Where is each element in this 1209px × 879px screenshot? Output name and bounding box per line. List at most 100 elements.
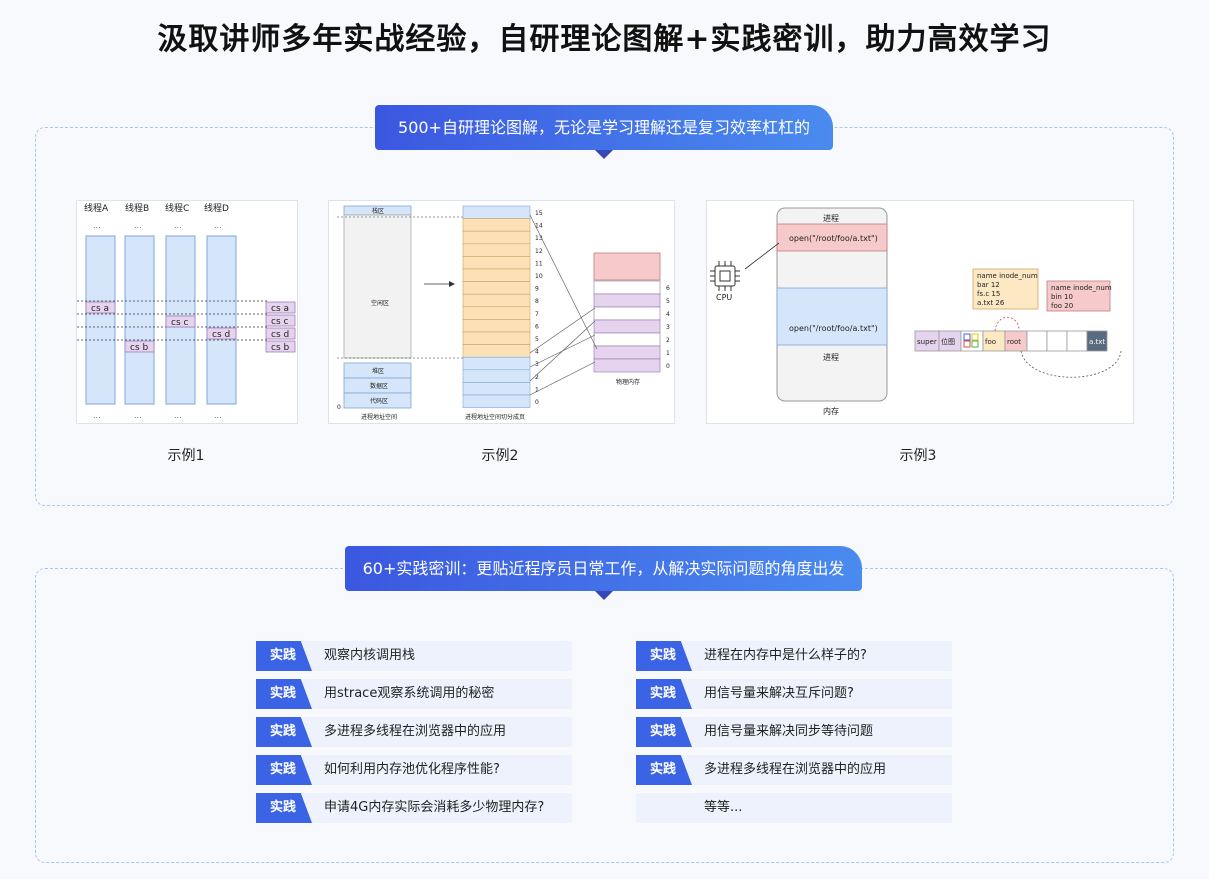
practice-item: 实践如何利用内存池优化程序性能? <box>256 755 572 785</box>
ellipsis: ... <box>93 411 101 420</box>
cs-b-label: cs b <box>130 343 148 353</box>
ellipsis: ... <box>214 221 222 230</box>
practice-tag: 实践 <box>256 679 312 709</box>
heap-label: 堆区 <box>372 367 384 375</box>
phys-mem-label: 物理内存 <box>616 378 640 386</box>
page-cell <box>462 293 531 308</box>
banner-pointer <box>595 591 613 600</box>
phys-frame <box>593 332 661 347</box>
bitmap-icon <box>963 333 971 341</box>
inode-table-1 <box>972 268 1039 310</box>
page-number: 7 <box>535 311 539 318</box>
practice-item-text: 等等... <box>704 800 743 815</box>
disk-block-label: foo <box>985 338 996 346</box>
practice-item: 实践用strace观察系统调用的秘密 <box>256 679 572 709</box>
stack-label: 栈区 <box>372 207 384 215</box>
phys-frame-number: 6 <box>666 285 670 292</box>
disk-block <box>1086 330 1108 352</box>
disk-block <box>1026 330 1048 352</box>
inode-table-2 <box>1046 280 1111 312</box>
diagram-section-banner: 500+自研理论图解，无论是学习理解还是复习效率杠杠的 <box>375 105 833 150</box>
cs-c-legend: cs c <box>271 317 288 327</box>
disk-block <box>1066 330 1088 352</box>
free-region <box>343 214 412 359</box>
practice-tag: 实践 <box>256 755 312 785</box>
example-2-caption: 示例2 <box>481 448 519 464</box>
inode-row: bar 12 <box>977 281 1000 289</box>
ellipsis: ... <box>214 411 222 420</box>
page-cell <box>462 218 531 232</box>
practice-tag: 实践 <box>256 793 312 823</box>
practice-item-text: 观察内核调用栈 <box>324 648 416 663</box>
page-cell <box>462 268 531 282</box>
disk-block-label: super <box>917 338 937 346</box>
thread-a-bar <box>85 235 116 405</box>
process-bottom-label: 进程 <box>823 353 839 362</box>
practice-item-text: 多进程多线程在浏览器中的应用 <box>704 762 887 777</box>
page-number: 1 <box>535 386 539 393</box>
process-top-label: 进程 <box>823 214 839 223</box>
practice-tag: 实践 <box>256 641 312 671</box>
practice-item-etc: 等等... <box>636 793 952 823</box>
cs-c-label: cs c <box>171 318 188 328</box>
thread-b-bar <box>124 235 155 405</box>
page-cell <box>462 356 531 371</box>
memory-label: 内存 <box>823 406 839 416</box>
page-cell <box>462 369 531 383</box>
example-1-caption: 示例1 <box>167 448 205 464</box>
page-title: 汲取讲师多年实战经验，自研理论图解+实践密训，助力高效学习 <box>157 22 1052 57</box>
page-cell <box>462 205 531 219</box>
example-3-caption: 示例3 <box>899 448 937 464</box>
paged-space-label: 进程地址空间切分成页 <box>465 413 525 421</box>
inode-row: foo 20 <box>1051 302 1073 310</box>
practice-item: 实践进程在内存中是什么样子的? <box>636 641 952 671</box>
phys-frame-number: 1 <box>666 350 670 357</box>
page-number: 8 <box>535 298 539 305</box>
page-cell <box>462 394 531 408</box>
phys-frame <box>593 280 661 295</box>
phys-frame <box>593 319 661 334</box>
page-number: 6 <box>535 323 539 330</box>
practice-item: 实践观察内核调用栈 <box>256 641 572 671</box>
inode-row: name inode_num <box>1051 284 1112 292</box>
practice-tag: 实践 <box>636 679 692 709</box>
phys-frame-number: 4 <box>666 311 670 318</box>
page-cell <box>462 331 531 345</box>
inode-row: fs.c 15 <box>977 290 1000 298</box>
open-call-1: open("/root/foo/a.txt") <box>789 234 878 243</box>
page-cell <box>462 344 531 358</box>
thread-c-label: 线程C <box>165 202 189 214</box>
phys-frame <box>593 358 661 373</box>
example-1-diagram: 线程A 线程B 线程C 线程D ... ... ... ... ... ... … <box>76 200 298 424</box>
practice-item: 实践多进程多线程在浏览器中的应用 <box>636 755 952 785</box>
cpu-label: CPU <box>716 293 732 302</box>
practice-item-text: 进程在内存中是什么样子的? <box>704 648 867 663</box>
page-number: 5 <box>535 336 539 343</box>
thread-a-label: 线程A <box>84 202 109 214</box>
phys-frame <box>593 306 661 321</box>
practice-section-banner: 60+实践密训：更贴近程序员日常工作，从解决实际问题的角度出发 <box>345 546 862 591</box>
practice-item-text: 用strace观察系统调用的秘密 <box>324 686 495 701</box>
disk-block <box>1046 330 1068 352</box>
phys-frame <box>593 293 661 308</box>
ellipsis: ... <box>174 221 182 230</box>
address-space-label: 进程地址空间 <box>361 413 397 421</box>
practice-item-text: 如何利用内存池优化程序性能? <box>324 762 500 777</box>
thread-d-bar <box>206 235 237 405</box>
cs-b-legend: cs b <box>271 343 289 353</box>
page-number: 10 <box>535 273 543 280</box>
page-number: 2 <box>535 374 539 381</box>
free-label: 空闲区 <box>371 299 389 307</box>
kernel-frame <box>593 252 661 281</box>
page-cell <box>462 256 531 270</box>
cs-d-legend: cs d <box>271 330 289 340</box>
example-2-diagram: 栈区 空闲区 堆区 数据区 代码区 0 进程地址空间 进程地址空间切分成页 物理… <box>328 200 675 424</box>
inode-row: bin 10 <box>1051 293 1073 301</box>
code-label: 代码区 <box>370 397 388 405</box>
practice-item-text: 用信号量来解决互斥问题? <box>704 686 854 701</box>
disk-block-label: a.txt <box>1089 338 1105 346</box>
cs-a-legend: cs a <box>271 304 289 314</box>
cpu-icon <box>710 261 740 291</box>
banner-pointer <box>595 150 613 159</box>
page-cell <box>462 319 531 333</box>
